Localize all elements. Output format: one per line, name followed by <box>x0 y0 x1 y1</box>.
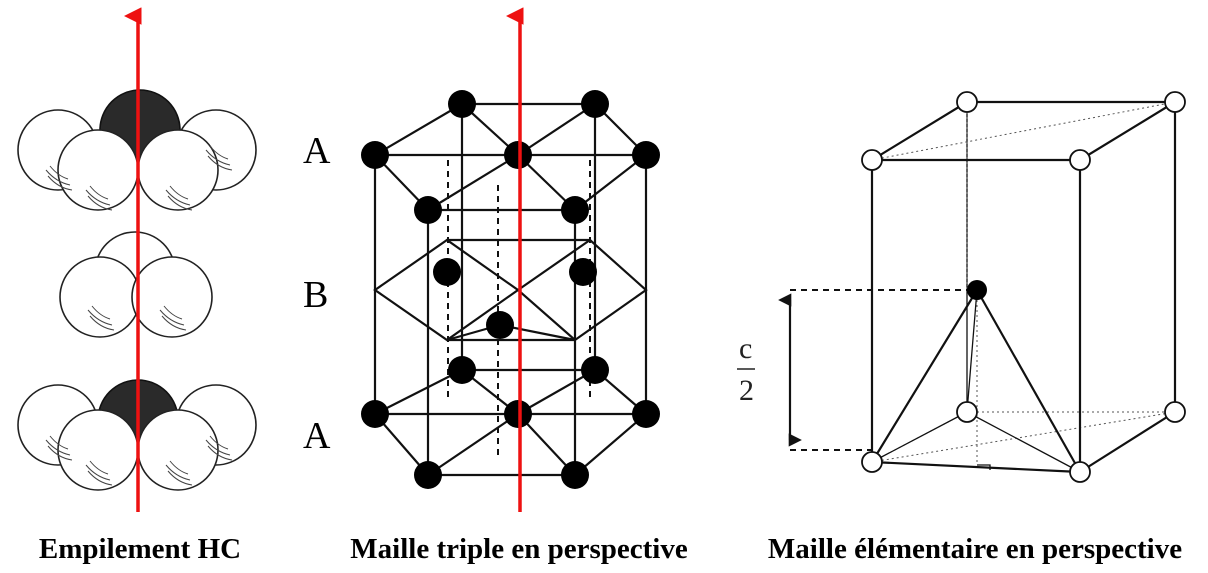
unit-cell-atoms <box>861 91 1186 483</box>
unit-cell-hidden-edges <box>871 101 1176 463</box>
layer-label-top: A <box>303 130 331 172</box>
caption-hc-stacking: Empilement HC <box>39 533 241 565</box>
atoms-layer-A-top <box>361 90 660 224</box>
interior-atom-tetrahedron <box>871 289 1081 473</box>
height-dimension: c 2 <box>737 289 977 451</box>
hc-stacking-illustration <box>17 7 257 512</box>
unit-cell-illustration: c 2 <box>737 91 1186 483</box>
unit-cell-edges <box>868 100 1179 474</box>
interior-atom <box>967 280 987 300</box>
atoms-layer-B <box>433 258 597 339</box>
height-label-numerator: c <box>739 332 752 365</box>
atoms-layer-A-bottom <box>361 356 660 489</box>
middle-layer-spheres <box>59 231 213 338</box>
height-label-denominator: 2 <box>739 374 754 407</box>
layer-label-middle: B <box>303 274 328 316</box>
caption-unit-cell: Maille élémentaire en perspective <box>768 533 1182 565</box>
layer-label-bottom: A <box>303 415 331 457</box>
caption-triple-cell: Maille triple en perspective <box>350 533 688 565</box>
triple-cell-illustration: A B A <box>303 7 660 512</box>
